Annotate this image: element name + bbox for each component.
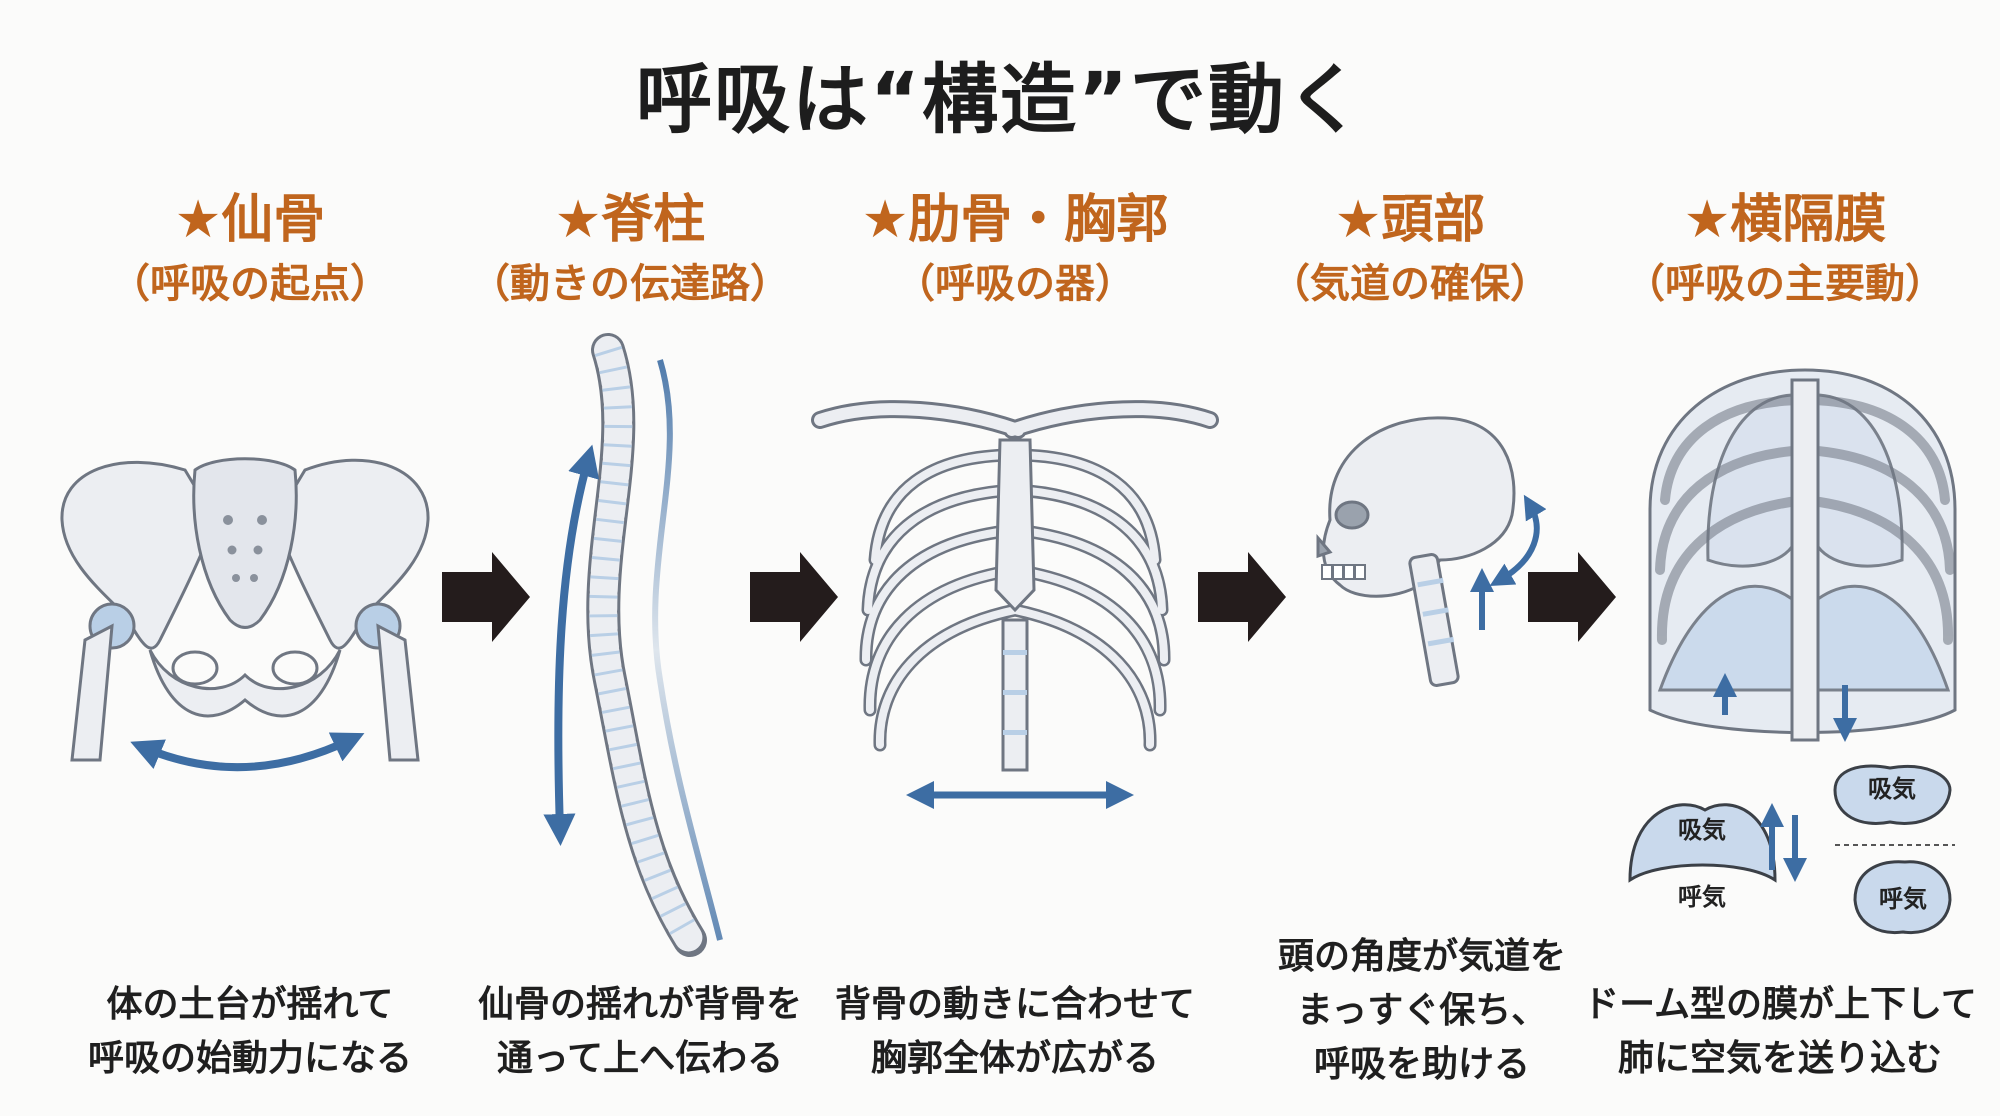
page-title: 呼吸は“構造”で動く bbox=[636, 55, 1364, 144]
heading-diaphragm-title: ★横隔膜 bbox=[1683, 190, 1887, 250]
heading-ribcage-title: ★肋骨・胸郭 bbox=[861, 190, 1169, 250]
description-spine: 仙骨の揺れが背骨を 通って上へ伝わる bbox=[440, 978, 840, 1086]
heading-head-sub: （気道の確保） bbox=[1270, 261, 1550, 307]
heading-spine-title: ★脊柱 bbox=[554, 190, 706, 250]
description-line: 胸郭全体が広がる bbox=[870, 1038, 1159, 1079]
description-ribcage: 背骨の動きに合わせて 胸郭全体が広がる bbox=[815, 978, 1215, 1086]
description-line: 仙骨の揺れが背骨を bbox=[477, 984, 802, 1025]
skull-illustration bbox=[1316, 416, 1516, 687]
heading-head: ★頭部 （気道の確保） bbox=[1220, 188, 1600, 312]
description-line: ドーム型の膜が上下して bbox=[1583, 984, 1977, 1025]
heading-sacrum: ★仙骨 （呼吸の起点） bbox=[60, 188, 440, 312]
dome-diaphragm-diagram: 吸気 呼気 bbox=[1628, 803, 1777, 911]
description-line: 頭の角度が気道を bbox=[1277, 936, 1566, 977]
flow-arrow-icon bbox=[442, 552, 530, 642]
flat-exhale-label: 呼気 bbox=[1879, 885, 1927, 913]
heading-sacrum-sub: （呼吸の起点） bbox=[110, 261, 390, 307]
spine-illustration bbox=[586, 333, 723, 957]
description-line: 呼吸を助ける bbox=[1313, 1044, 1530, 1085]
description-sacrum: 体の土台が揺れて 呼吸の始動力になる bbox=[50, 978, 450, 1086]
description-head: 頭の角度が気道を まっすぐ保ち、 呼吸を助ける bbox=[1222, 930, 1622, 1092]
flow-arrow-icon bbox=[750, 552, 838, 642]
description-line: まっすぐ保ち、 bbox=[1296, 990, 1548, 1031]
flow-arrow-icon bbox=[1198, 552, 1286, 642]
heading-spine: ★脊柱 （動きの伝達路） bbox=[440, 188, 820, 312]
heading-diaphragm: ★横隔膜 （呼吸の主要動） bbox=[1595, 188, 1975, 312]
description-line: 体の土台が揺れて bbox=[106, 984, 394, 1025]
spine-motion-arrow-icon bbox=[543, 444, 600, 846]
heading-head-title: ★頭部 bbox=[1334, 190, 1486, 250]
ribcage-illustration bbox=[811, 400, 1219, 772]
heading-sacrum-title: ★仙骨 bbox=[174, 190, 326, 250]
description-line: 呼吸の始動力になる bbox=[87, 1038, 412, 1079]
description-line: 通って上へ伝わる bbox=[496, 1038, 784, 1079]
heading-diaphragm-sub: （呼吸の主要動） bbox=[1625, 261, 1945, 307]
dome-inhale-label: 吸気 bbox=[1678, 816, 1726, 844]
heading-ribcage-sub: （呼吸の器） bbox=[895, 261, 1135, 307]
flow-arrow-icon bbox=[1528, 552, 1616, 642]
description-diaphragm: ドーム型の膜が上下して 肺に空気を送り込む bbox=[1580, 978, 1980, 1086]
head-tilt-arrow-icon bbox=[1489, 494, 1547, 586]
flat-inhale-label: 吸気 bbox=[1868, 775, 1916, 803]
description-line: 背骨の動きに合わせて bbox=[834, 984, 1195, 1025]
flat-diaphragm-diagram: 吸気 呼気 bbox=[1833, 764, 1955, 935]
thorax-illustration bbox=[1648, 368, 1957, 742]
dome-exhale-label: 呼気 bbox=[1678, 883, 1726, 911]
heading-ribcage: ★肋骨・胸郭 （呼吸の器） bbox=[805, 188, 1225, 312]
heading-spine-sub: （動きの伝達路） bbox=[470, 261, 790, 307]
sway-arrow-icon bbox=[130, 732, 365, 772]
description-line: 肺に空気を送り込む bbox=[1617, 1038, 1942, 1079]
pelvis-illustration bbox=[60, 457, 430, 762]
